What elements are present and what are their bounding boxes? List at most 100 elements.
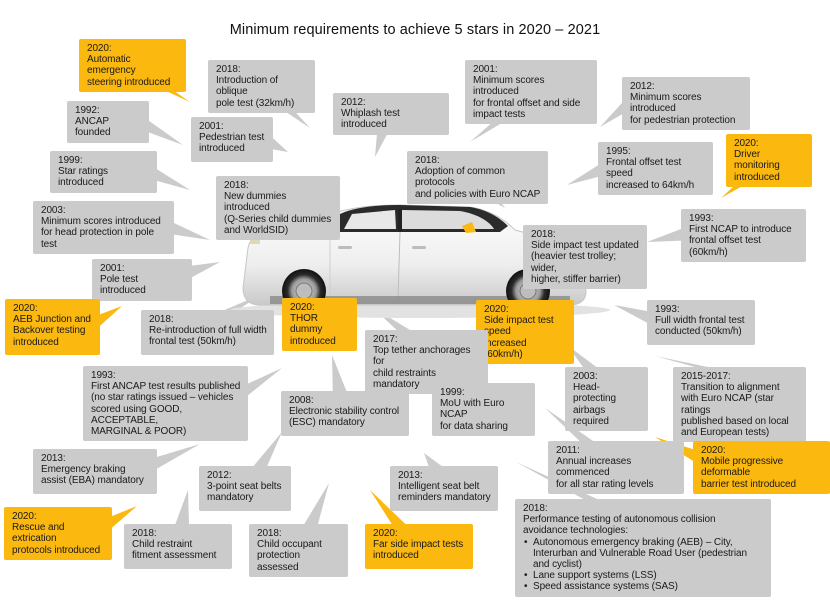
milestone-year: 2017: bbox=[373, 334, 398, 345]
milestone-year: 2018: bbox=[149, 314, 174, 325]
milestone-description: Top tether anchorages for child restrain… bbox=[373, 345, 471, 390]
milestone-year: 2018: bbox=[257, 528, 282, 539]
milestone-year: 2003: bbox=[41, 205, 66, 216]
callout-pointer bbox=[303, 483, 329, 525]
milestone-bullet: Autonomous emergency braking (AEB) – Cit… bbox=[523, 537, 764, 571]
milestone-year: 2018: bbox=[132, 528, 157, 539]
milestone-callout-first-ncap-offset-1993: 1993:First NCAP to introduce frontal off… bbox=[681, 209, 806, 262]
milestone-callout-full-width-1993: 1993:Full width frontal test conducted (… bbox=[647, 300, 755, 345]
milestone-callout-min-scores-frontal-2001: 2001:Minimum scores introduced for front… bbox=[465, 60, 597, 125]
callout-pointer bbox=[148, 120, 183, 145]
milestone-description: Head-protecting airbags required bbox=[573, 382, 616, 427]
milestone-year: 2018: bbox=[531, 229, 556, 240]
callout-pointer bbox=[175, 490, 189, 525]
milestone-callout-full-width-2018: 2018:Re-introduction of full width front… bbox=[141, 310, 274, 355]
milestone-year: 2003: bbox=[573, 371, 598, 382]
callout-pointer bbox=[273, 104, 310, 128]
callout-pointer bbox=[424, 453, 443, 467]
milestone-description: Mobile progressive deformable barrier te… bbox=[701, 456, 796, 490]
milestone-description: Pole test introduced bbox=[100, 274, 146, 297]
milestone-year: 2018: bbox=[523, 503, 548, 514]
milestone-year: 2020: bbox=[373, 528, 398, 539]
callout-pointer bbox=[370, 490, 407, 525]
milestone-description: Intelligent seat belt reminders mandator… bbox=[398, 481, 491, 504]
milestone-callout-euro-ncap-protocols-2018: 2018:Adoption of common protocols and po… bbox=[407, 151, 548, 204]
milestone-year: 1999: bbox=[58, 155, 83, 166]
callout-pointer bbox=[647, 228, 682, 242]
milestone-description: New dummies introduced (Q-Series child d… bbox=[224, 191, 332, 236]
callout-pointer bbox=[247, 368, 282, 397]
milestone-callout-rescue-2020: 2020:Rescue and extrication protocols in… bbox=[4, 507, 112, 560]
milestone-callout-eba-2013: 2013:Emergency braking assist (EBA) mand… bbox=[33, 449, 157, 494]
milestone-callout-esc-2008: 2008:Electronic stability control (ESC) … bbox=[281, 391, 409, 436]
callout-pointer bbox=[222, 294, 262, 311]
milestone-callout-head-protection-pole-2003: 2003:Minimum scores introduced for head … bbox=[33, 201, 174, 254]
milestone-description: Adoption of common protocols and policie… bbox=[415, 166, 541, 200]
milestone-callout-head-airbags-2003: 2003:Head-protecting airbags required bbox=[565, 367, 648, 432]
milestone-year: 2020: bbox=[13, 303, 38, 314]
milestone-description: Electronic stability control (ESC) manda… bbox=[289, 406, 400, 429]
milestone-year: 1999: bbox=[440, 387, 465, 398]
milestone-year: 2020: bbox=[484, 304, 509, 315]
milestone-callout-side-impact-updated-2018: 2018:Side impact test updated (heavier t… bbox=[523, 225, 647, 290]
callout-pointer bbox=[332, 355, 347, 392]
milestone-callout-side-impact-speed-2020: 2020:Side impact test speed increased (6… bbox=[476, 300, 574, 365]
milestone-year: 2018: bbox=[224, 180, 249, 191]
milestone-callout-far-side-2020: 2020:Far side impact tests introduced bbox=[365, 524, 473, 569]
milestone-callout-seat-belt-reminders-2013: 2013:Intelligent seat belt reminders man… bbox=[390, 466, 498, 511]
callout-pointer bbox=[173, 222, 210, 240]
milestone-bullet-list: Autonomous emergency braking (AEB) – Cit… bbox=[523, 537, 764, 593]
milestone-description: Annual increases commenced for all star … bbox=[556, 456, 654, 490]
callout-pointer bbox=[272, 137, 288, 152]
milestone-callout-seat-belts-2012: 2012:3-point seat belts mandatory bbox=[199, 466, 291, 511]
callout-pointer bbox=[191, 262, 220, 278]
milestone-callout-pedestrian-2001: 2001:Pedestrian test introduced bbox=[191, 117, 273, 162]
milestone-year: 2001: bbox=[473, 64, 498, 75]
milestone-year: 2020: bbox=[701, 445, 726, 456]
milestone-description: AEB Junction and Backover testing introd… bbox=[13, 314, 91, 348]
milestone-callout-top-tether-2017: 2017:Top tether anchorages for child res… bbox=[365, 330, 488, 395]
milestone-callout-oblique-pole-2018: 2018:Introduction of oblique pole test (… bbox=[208, 60, 315, 113]
callout-pointer bbox=[156, 168, 190, 190]
milestone-year: 2020: bbox=[734, 138, 759, 149]
milestone-year: 2015-2017: bbox=[681, 371, 731, 382]
milestone-bullet: Lane support systems (LSS) bbox=[523, 570, 764, 581]
milestone-description: Driver monitoring introduced bbox=[734, 149, 780, 183]
milestone-description: Rescue and extrication protocols introdu… bbox=[12, 522, 101, 556]
callout-pointer bbox=[567, 345, 598, 368]
milestone-description: Minimum scores introduced for head prote… bbox=[41, 216, 161, 250]
milestone-year: 2020: bbox=[12, 511, 37, 522]
milestone-year: 1993: bbox=[655, 304, 680, 315]
milestone-year: 2011: bbox=[556, 445, 580, 456]
milestone-description: Emergency braking assist (EBA) mandatory bbox=[41, 464, 144, 487]
milestone-description: Introduction of oblique pole test (32km/… bbox=[216, 75, 295, 109]
milestone-description: Pedestrian test introduced bbox=[199, 132, 265, 155]
milestone-description: First ANCAP test results published (no s… bbox=[91, 381, 241, 438]
milestone-callout-child-occupant-2018: 2018:Child occupant protection assessed bbox=[249, 524, 348, 577]
milestone-callout-child-restraint-2018: 2018:Child restraint fitment assessment bbox=[124, 524, 232, 569]
milestone-callout-thor-2020: 2020:THOR dummy introduced bbox=[282, 298, 357, 351]
milestone-description: First NCAP to introduce frontal offset t… bbox=[689, 224, 792, 258]
milestone-callout-star-ratings-1999: 1999:Star ratings introduced bbox=[50, 151, 157, 193]
milestone-description: Automatic emergency steering introduced bbox=[87, 54, 171, 88]
milestone-description: Far side impact tests introduced bbox=[373, 539, 464, 562]
milestone-year: 2001: bbox=[199, 121, 224, 132]
milestone-year: 1995: bbox=[606, 146, 631, 157]
milestone-callout-aes-2020: 2020:Automatic emergency steering introd… bbox=[79, 39, 186, 92]
milestone-year: 2013: bbox=[41, 453, 66, 464]
milestone-description: THOR dummy introduced bbox=[290, 313, 336, 347]
milestone-callout-mpdb-2020: 2020:Mobile progressive deformable barri… bbox=[693, 441, 830, 494]
milestone-year: 2018: bbox=[415, 155, 440, 166]
callout-pointer bbox=[567, 164, 599, 185]
callout-pointer bbox=[614, 305, 648, 324]
diagram-title: Minimum requirements to achieve 5 stars … bbox=[229, 22, 601, 38]
milestone-year: 2008: bbox=[289, 395, 314, 406]
milestone-year: 1993: bbox=[91, 370, 116, 381]
milestone-description: 3-point seat belts mandatory bbox=[207, 481, 282, 504]
milestone-callout-transition-2015: 2015-2017:Transition to alignment with E… bbox=[673, 367, 806, 443]
milestone-description: Minimum scores introduced for pedestrian… bbox=[630, 92, 736, 126]
milestone-description: Child occupant protection assessed bbox=[257, 539, 322, 573]
milestone-description: Child restraint fitment assessment bbox=[132, 539, 217, 562]
milestone-callout-frontal-offset-speed-1995: 1995:Frontal offset test speed increased… bbox=[598, 142, 713, 195]
callout-pointer bbox=[111, 506, 137, 529]
